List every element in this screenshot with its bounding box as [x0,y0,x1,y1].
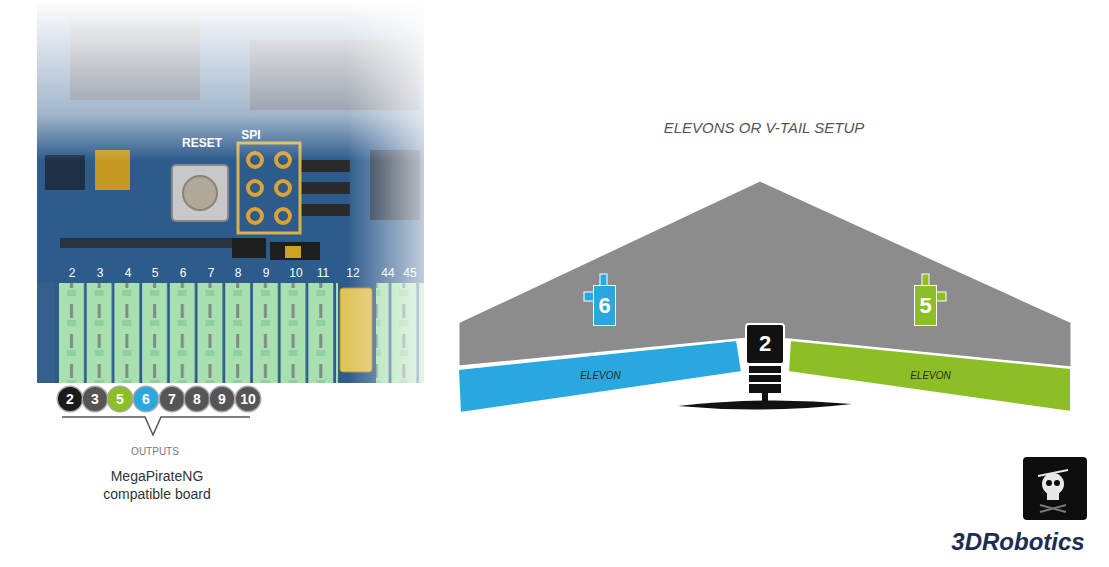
motor-box: 2 [745,323,785,365]
pin-number: 9 [263,266,270,280]
output-circle: 8 [185,387,209,411]
servo-box: 6 [593,285,616,326]
output-circle: 2 [58,387,82,411]
pin-number: 45 [403,266,416,280]
channel-number: 8 [193,392,201,406]
pin-number: 2 [69,266,76,280]
pin-number: 10 [289,266,302,280]
channel-number: 6 [598,295,610,317]
pin-number: 6 [180,266,187,280]
brand-logo: 3DRobotics [951,528,1084,556]
output-circle: 5 [108,387,132,411]
channel-number: 2 [66,392,74,406]
board-caption: MegaPirateNG compatible board [82,468,232,503]
channel-number: 10 [240,392,256,406]
pin-number: 3 [97,266,104,280]
channel-number: 3 [91,392,99,406]
output-circle: 10 [236,387,260,411]
elevon-outline [458,340,742,413]
pin-number: 11 [317,266,329,280]
output-circle: 9 [210,387,234,411]
channel-number: 5 [919,295,931,317]
pin-number: 44 [381,266,394,280]
channel-number: 9 [218,392,226,406]
pin-number: 5 [152,266,159,280]
board-label: RESET [182,136,222,150]
pin-number: 12 [346,266,359,280]
servo-box: 5 [914,285,937,326]
output-circle: 6 [134,387,158,411]
board-label: SPI [241,128,260,142]
surface-label: ELEVON [910,371,951,381]
channel-number: 7 [168,392,176,406]
pin-number: 7 [208,266,215,280]
channel-number: 2 [759,333,771,355]
elevon-surface: ELEVON [458,338,743,414]
channel-number: 5 [116,392,124,406]
channel-number: 6 [142,392,150,406]
outputs-label: OUTPUTS [131,446,179,457]
elevon-outline [788,340,1071,412]
surface-label: ELEVON [580,371,621,381]
elevon-surface: ELEVON [788,338,1073,414]
output-circle: 3 [83,387,107,411]
pin-number: 4 [125,266,132,280]
pin-number: 8 [235,266,242,280]
output-circle: 7 [160,387,184,411]
diagram-title: ELEVONS OR V-TAIL SETUP [664,119,865,136]
